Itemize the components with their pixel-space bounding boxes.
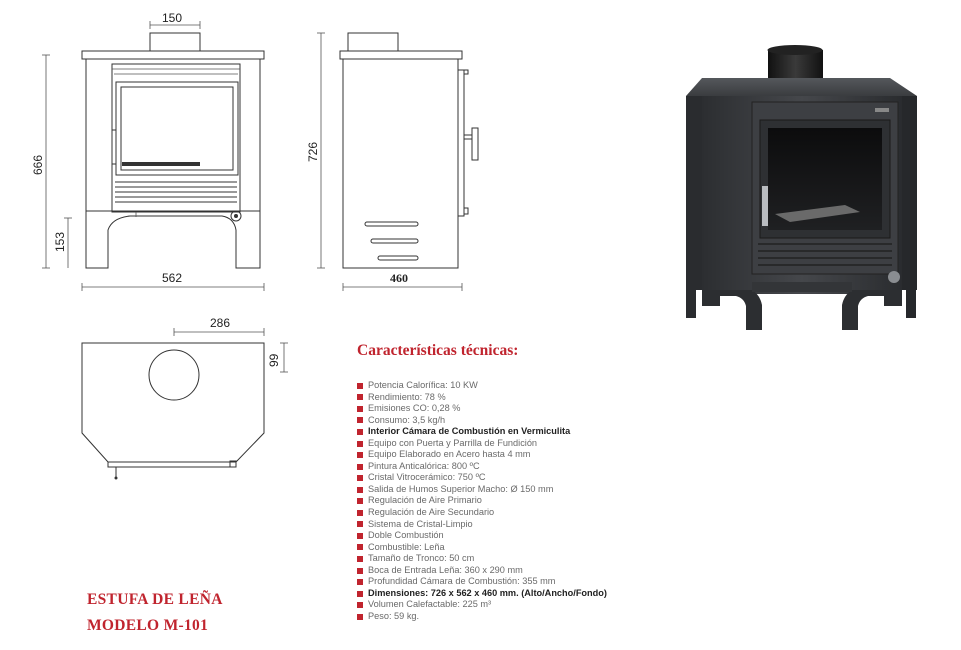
bullet-icon	[357, 567, 363, 574]
spec-text: Rendimiento: 78 %	[368, 391, 446, 402]
spec-text: Consumo: 3,5 kg/h	[368, 414, 446, 425]
bullet-icon	[357, 521, 363, 528]
side-view-drawing: 726 460	[306, 32, 479, 291]
specs-title: Características técnicas:	[357, 342, 519, 359]
spec-item: Peso: 59 kg.	[357, 611, 607, 623]
dim-total-height: 666	[31, 155, 45, 175]
spec-text: Emisiones CO: 0,28 %	[368, 403, 461, 414]
bullet-icon	[357, 579, 363, 586]
spec-item: Combustible: Leña	[357, 542, 607, 554]
spec-text: Potencia Calorífica: 10 KW	[368, 380, 478, 390]
spec-item: Profundidad Cámara de Combustión: 355 mm	[357, 576, 607, 588]
spec-text: Pintura Anticalórica: 800 ºC	[368, 460, 480, 471]
spec-text: Volumen Calefactable: 225 m³	[368, 599, 492, 610]
bullet-icon	[357, 544, 363, 551]
bullet-icon	[357, 382, 363, 389]
bullet-icon	[357, 440, 363, 447]
dim-side-depth: 460	[390, 271, 408, 285]
bullet-icon	[357, 475, 363, 482]
bullet-icon	[357, 532, 363, 539]
model-name: ESTUFA DE LEÑA	[87, 591, 223, 608]
bullet-icon	[357, 417, 363, 424]
spec-item: Interior Cámara de Combustión en Vermicu…	[357, 426, 607, 438]
spec-item: Rendimiento: 78 %	[357, 392, 607, 404]
spec-text: Equipo con Puerta y Parrilla de Fundició…	[368, 437, 538, 448]
bullet-icon	[357, 394, 363, 401]
spec-text: Equipo Elaborado en Acero hasta 4 mm	[368, 449, 531, 460]
dim-flue-width: 150	[162, 11, 182, 25]
spec-text: Peso: 59 kg.	[368, 610, 420, 621]
front-view-drawing: 150 666 1	[31, 11, 265, 291]
spec-text: Interior Cámara de Combustión en Vermicu…	[368, 426, 571, 437]
dim-top-offset: 286	[210, 316, 230, 330]
spec-text: Regulación de Aire Primario	[368, 495, 482, 506]
spec-item: Emisiones CO: 0,28 %	[357, 403, 607, 415]
spec-item: Doble Combustión	[357, 530, 607, 542]
spec-item: Equipo Elaborado en Acero hasta 4 mm	[357, 449, 607, 461]
spec-item: Cristal Vitrocerámico: 750 ºC	[357, 472, 607, 484]
model-code: MODELO M-101	[87, 617, 209, 634]
spec-item: Dimensiones: 726 x 562 x 460 mm. (Alto/A…	[357, 588, 607, 600]
bullet-icon	[357, 509, 363, 516]
spec-item: Sistema de Cristal-Limpio	[357, 519, 607, 531]
dim-side-height: 726	[306, 142, 320, 162]
spec-text: Combustible: Leña	[368, 541, 445, 552]
spec-text: Tamaño de Tronco: 50 cm	[368, 553, 475, 564]
bullet-icon	[357, 602, 363, 609]
bullet-icon	[357, 428, 363, 435]
spec-item: Regulación de Aire Primario	[357, 495, 607, 507]
stove-product-image	[686, 45, 917, 330]
spec-item: Regulación de Aire Secundario	[357, 507, 607, 519]
dim-top-depth: 99	[267, 353, 281, 367]
top-view-drawing: 286 99	[81, 316, 288, 480]
spec-item: Pintura Anticalórica: 800 ºC	[357, 461, 607, 473]
dim-leg-height: 153	[53, 232, 67, 252]
bullet-icon	[357, 463, 363, 470]
spec-item: Volumen Calefactable: 225 m³	[357, 599, 607, 611]
spec-item: Consumo: 3,5 kg/h	[357, 415, 607, 427]
spec-text: Profundidad Cámara de Combustión: 355 mm	[368, 576, 556, 587]
spec-item: Boca de Entrada Leña: 360 x 290 mm	[357, 565, 607, 577]
spec-item: Salida de Humos Superior Macho: Ø 150 mm	[357, 484, 607, 496]
spec-text: Regulación de Aire Secundario	[368, 507, 495, 518]
bullet-icon	[357, 590, 363, 597]
spec-text: Cristal Vitrocerámico: 750 ºC	[368, 472, 486, 483]
spec-text: Doble Combustión	[368, 530, 444, 541]
spec-item: Equipo con Puerta y Parrilla de Fundició…	[357, 438, 607, 450]
spec-text: Boca de Entrada Leña: 360 x 290 mm	[368, 564, 523, 575]
bullet-icon	[357, 555, 363, 562]
bullet-icon	[357, 486, 363, 493]
spec-text: Dimensiones: 726 x 562 x 460 mm. (Alto/A…	[368, 587, 607, 598]
dim-front-width: 562	[162, 271, 182, 285]
bullet-icon	[357, 498, 363, 505]
bullet-icon	[357, 405, 363, 412]
bullet-icon	[357, 613, 363, 620]
bullet-icon	[357, 452, 363, 459]
spec-item: Potencia Calorífica: 10 KW	[357, 380, 607, 392]
spec-text: Salida de Humos Superior Macho: Ø 150 mm	[368, 483, 554, 494]
spec-item: Tamaño de Tronco: 50 cm	[357, 553, 607, 565]
spec-text: Sistema de Cristal-Limpio	[368, 518, 473, 529]
